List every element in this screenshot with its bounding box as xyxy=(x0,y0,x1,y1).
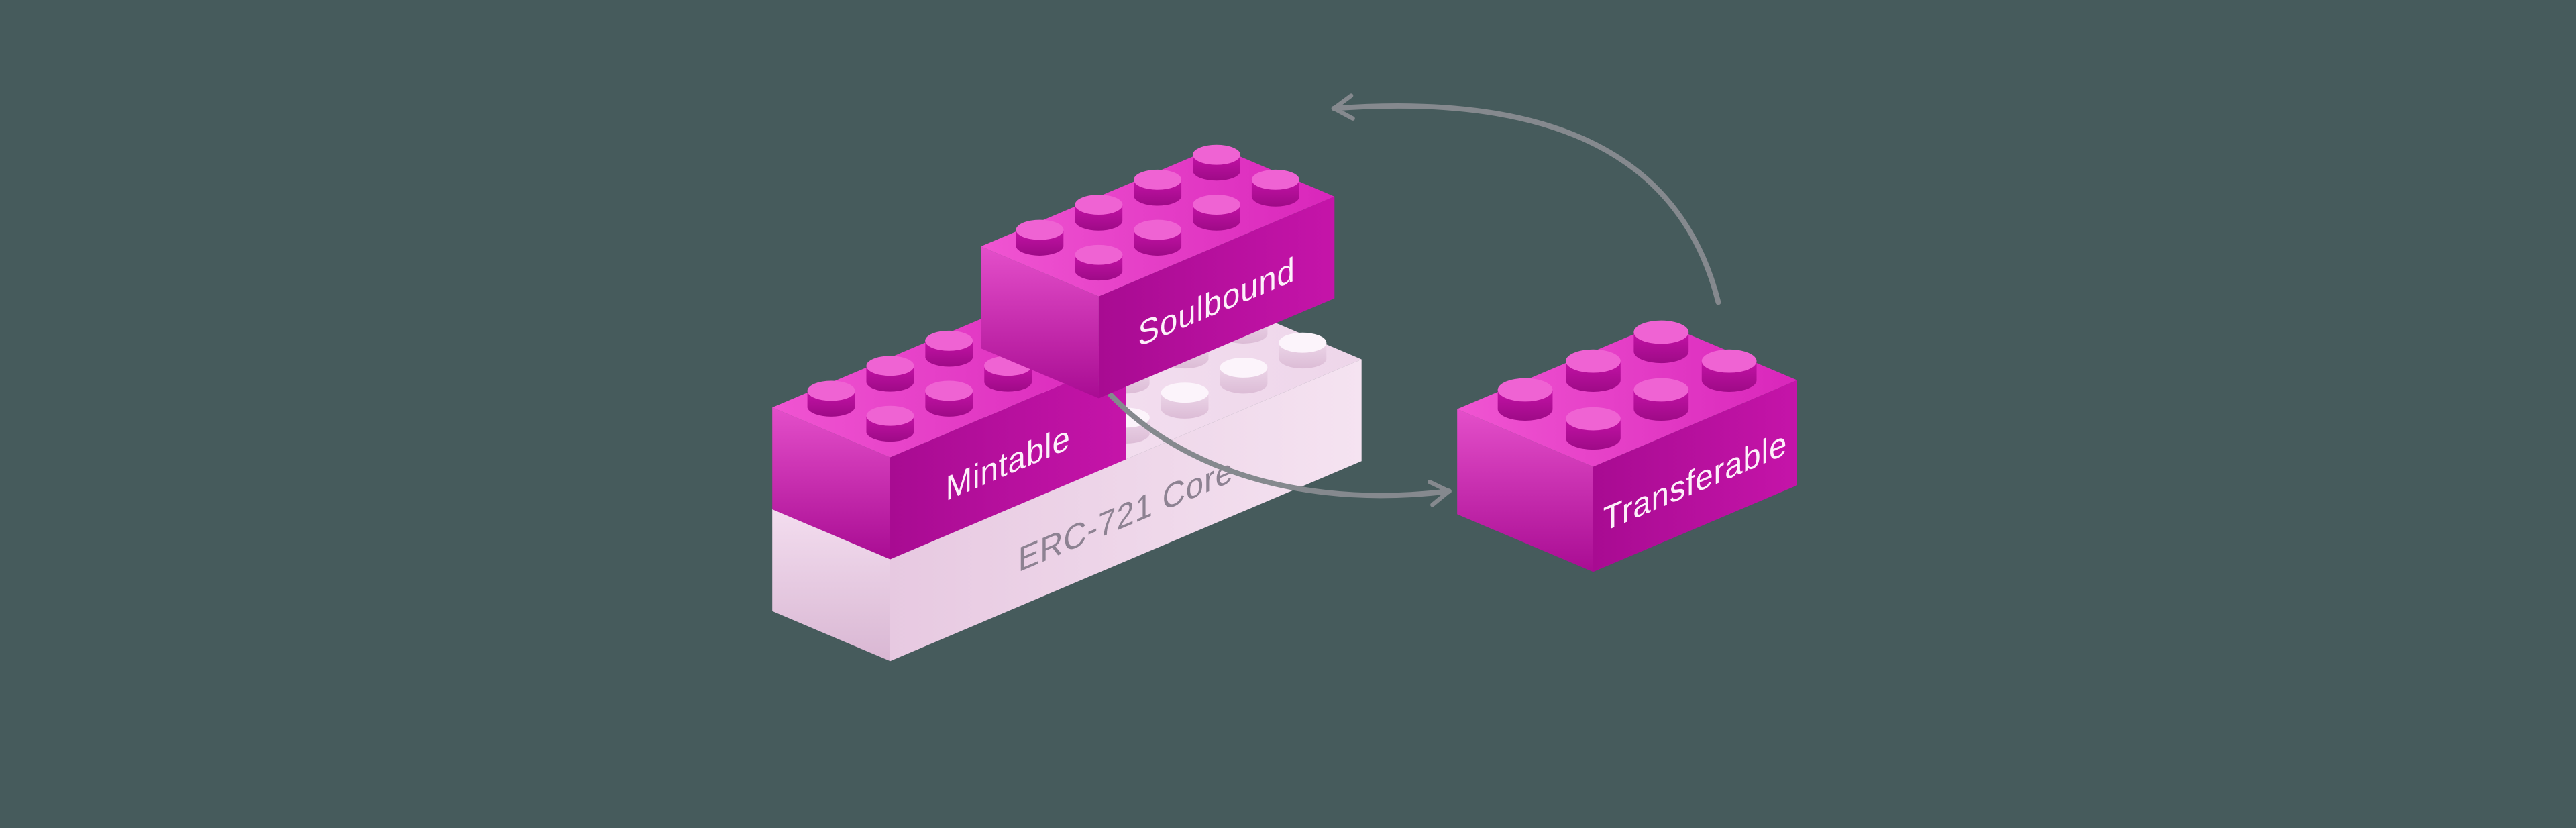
stud-top xyxy=(1134,219,1182,240)
stud-top xyxy=(1192,144,1240,165)
stud-top xyxy=(1633,320,1689,344)
stud-top xyxy=(1497,378,1553,402)
brick-front-face xyxy=(1098,196,1335,399)
stud-top xyxy=(1134,169,1182,190)
stud-top xyxy=(1701,349,1757,373)
brick-left-face xyxy=(981,246,1099,399)
stud-top xyxy=(1633,378,1689,402)
brick-front-face xyxy=(890,359,1362,662)
brick-front-face xyxy=(1593,380,1798,572)
stud-top xyxy=(1075,195,1123,215)
stud-top xyxy=(1192,195,1240,215)
stud-top xyxy=(1016,219,1064,240)
stud-top xyxy=(1220,358,1268,378)
brick-left-face xyxy=(772,407,890,560)
stud-top xyxy=(925,380,973,401)
stud-top xyxy=(1161,382,1209,403)
stud-top xyxy=(1075,244,1123,265)
swap-arrow-top xyxy=(1331,93,1721,305)
brick-left-face xyxy=(1457,409,1593,572)
stud-top xyxy=(1566,407,1621,431)
brick-front-face xyxy=(890,357,1126,560)
stud-top xyxy=(866,405,914,426)
brick-transferable: Transferable xyxy=(1457,320,1798,572)
brick-soulbound: Soulbound xyxy=(981,144,1335,399)
stud-top xyxy=(866,356,914,376)
stud-top xyxy=(807,380,855,401)
stud-top xyxy=(1566,349,1621,373)
stud-top xyxy=(1251,169,1299,190)
stud-top xyxy=(1279,332,1327,353)
stud-top xyxy=(925,330,973,351)
brick-left-face xyxy=(772,509,890,662)
